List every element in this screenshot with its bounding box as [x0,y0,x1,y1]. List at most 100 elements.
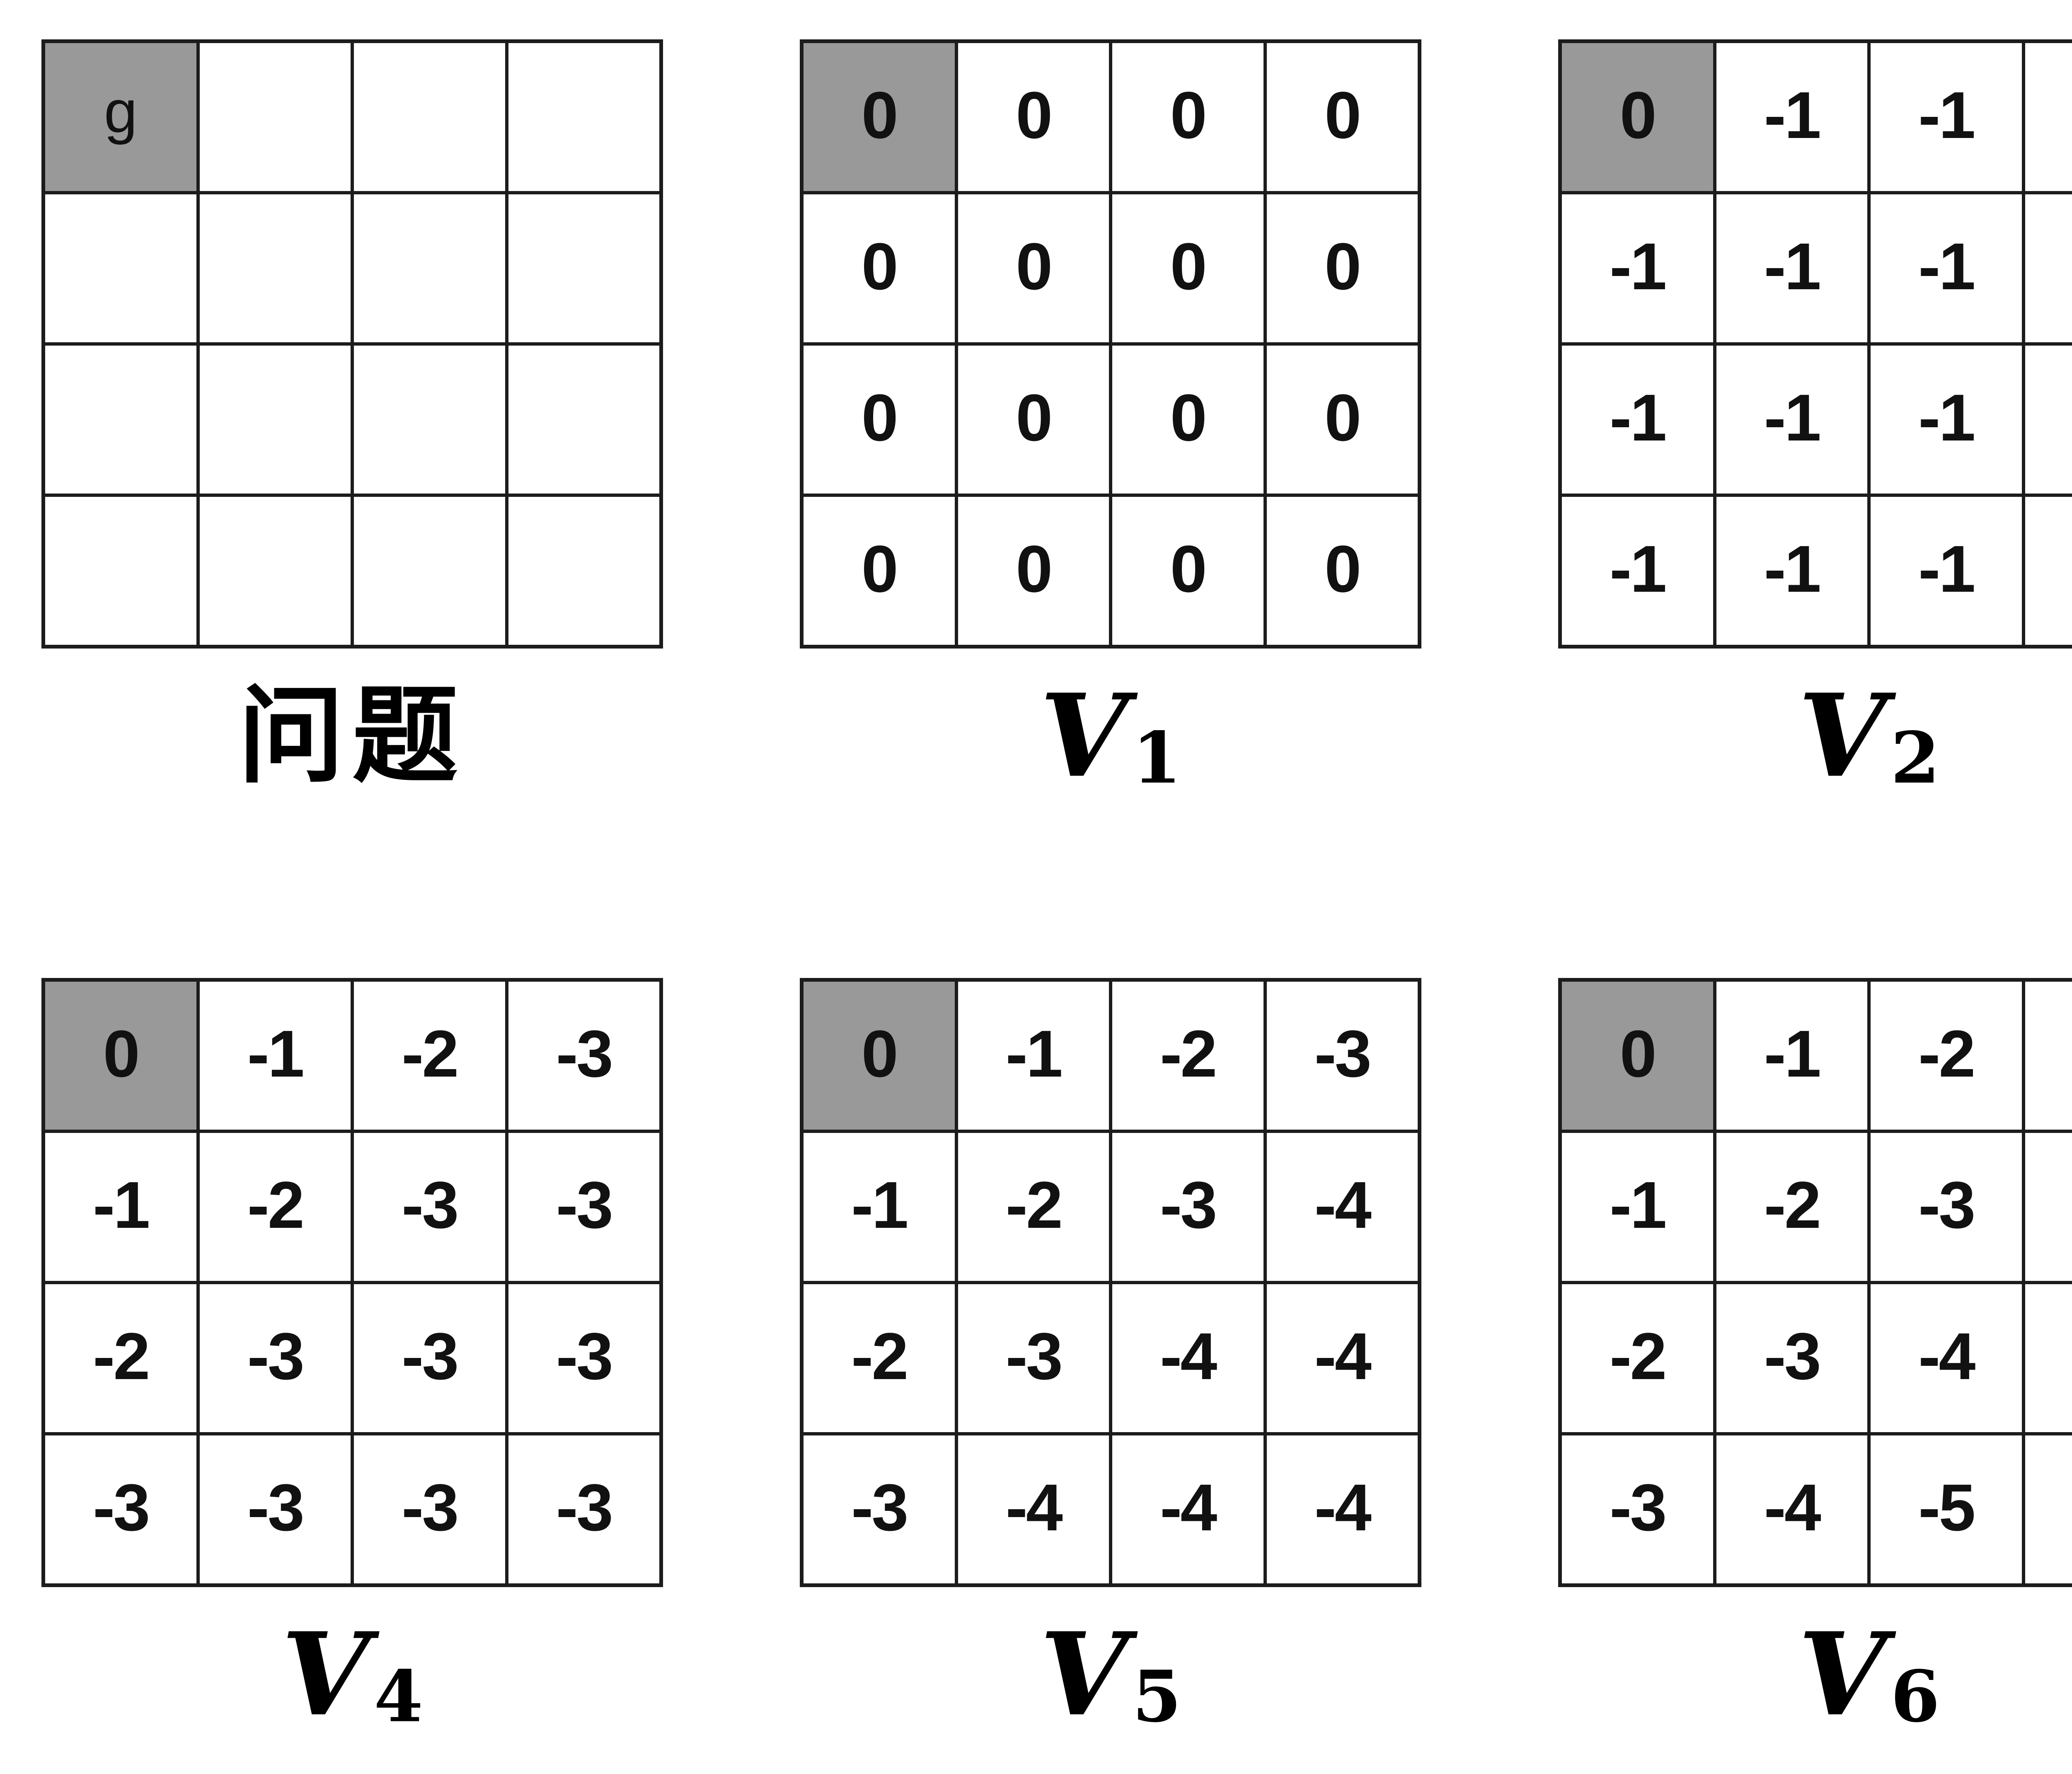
grid-cell-r3c3: -5 [2023,1434,2072,1585]
grid-cell-r1c3: -4 [2023,1131,2072,1283]
grid-cell-r1c2: 0 [1111,193,1265,344]
grid-label-subscript: 2 [1890,716,1940,800]
grid-label: V 2 [1798,671,1940,800]
grid-cell-r0c3: -3 [2023,980,2072,1131]
grid-cell-r0c2: -2 [352,980,507,1131]
panel-v4: 0-1-2-3-1-2-3-3-2-3-3-3-3-3-3-3 V 4 [41,978,663,1738]
grid-cell-r3c2 [352,495,507,646]
grid-cell-r3c1: 0 [956,495,1111,646]
grid-cell-r3c0: -3 [1560,1434,1715,1585]
grid-label-base: V [1798,668,1887,803]
grid-cell-r0c2: -1 [1869,41,2024,193]
grid-cell-r0c2: 0 [1111,41,1265,193]
grid-cell-r0c1: -1 [1714,41,1869,193]
grid-label-base: V [281,1607,370,1741]
goal-cell-r0c0: 0 [802,980,956,1131]
grid-cell-r2c0 [44,344,198,495]
grid-cell-r2c3: -5 [2023,1283,2072,1434]
grid-label-base: V [1798,1607,1887,1741]
grid-cell-r0c2 [352,41,507,193]
grid-cell-r1c1: 0 [956,193,1111,344]
grid-cell-r2c1: -1 [1714,344,1869,495]
grid-cell-r2c1: -3 [198,1283,352,1434]
gridworld-v6: 0-1-2-3-1-2-3-4-2-3-4-5-3-4-5-5 [1558,978,2072,1587]
gridworld-v5: 0-1-2-3-1-2-3-4-2-3-4-4-3-4-4-4 [800,978,1421,1587]
grid-label-subscript: 5 [1132,1655,1181,1738]
grid-cell-r3c1: -4 [1714,1434,1869,1585]
grid-cell-r3c3 [506,495,661,646]
gridworld-v4: 0-1-2-3-1-2-3-3-2-3-3-3-3-3-3-3 [41,978,663,1587]
grid-cell-r0c1: 0 [956,41,1111,193]
grid-cell-r0c1: -1 [198,980,352,1131]
grid-cell-r2c1: -3 [956,1283,1111,1434]
grid-label-base: V [1039,668,1128,803]
grid-cell-r1c1 [198,193,352,344]
grid-cell-r3c0 [44,495,198,646]
grid-cell-r1c1: -2 [198,1131,352,1283]
grid-cell-r3c1 [198,495,352,646]
grid-cell-r2c0: -2 [44,1283,198,1434]
grid-cell-r3c1: -3 [198,1434,352,1585]
grid-cell-r2c1 [198,344,352,495]
grid-cell-r2c0: -2 [1560,1283,1715,1434]
goal-cell-r0c0: 0 [802,41,956,193]
grid-cell-r3c2: -1 [1869,495,2024,646]
grid-cell-r0c1 [198,41,352,193]
grid-cell-r3c1: -1 [1714,495,1869,646]
grid-label: V 4 [281,1610,423,1738]
grid-cell-r1c3: -1 [2023,193,2072,344]
grid-cell-r1c3: 0 [1265,193,1419,344]
panel-v6: 0-1-2-3-1-2-3-4-2-3-4-5-3-4-5-5 V 6 [1558,978,2072,1738]
grid-cell-r1c2: -1 [1869,193,2024,344]
grid-cell-r1c0: -1 [802,1131,956,1283]
grid-label-subscript: 6 [1890,1655,1940,1738]
grid-cell-r1c1: -2 [956,1131,1111,1283]
grid-cell-r3c0: 0 [802,495,956,646]
goal-cell-r0c0: 0 [1560,980,1715,1131]
grid-cell-r1c0 [44,193,198,344]
grid-cell-r3c3: -3 [506,1434,661,1585]
grid-cell-r2c0: -2 [802,1283,956,1434]
grid-cell-r1c1: -2 [1714,1131,1869,1283]
grid-label-subscript: 1 [1132,716,1181,800]
grid-cell-r1c3 [506,193,661,344]
grid-cell-r2c2 [352,344,507,495]
grid-cell-r1c0: 0 [802,193,956,344]
grid-cell-r3c3: -4 [1265,1434,1419,1585]
grid-label-subscript: 4 [374,1655,423,1738]
grid-cell-r2c2: -3 [352,1283,507,1434]
grid-cell-r0c3 [506,41,661,193]
grid-cell-r3c3: 0 [1265,495,1419,646]
grid-cell-r0c3: -1 [2023,41,2072,193]
goal-cell-r0c0: 0 [44,980,198,1131]
grid-label: 问题 [238,671,466,800]
grid-cell-r1c2: -3 [1111,1131,1265,1283]
goal-cell-r0c0: 0 [1560,41,1715,193]
grid-cell-r2c2: -4 [1869,1283,2024,1434]
panel-problem: g 问题 [41,39,663,800]
grid-label: V 5 [1040,1610,1181,1738]
grid-cell-r0c1: -1 [956,980,1111,1131]
grid-cell-r2c2: 0 [1111,344,1265,495]
grid-cell-r2c3: -4 [1265,1283,1419,1434]
grid-cell-r1c1: -1 [1714,193,1869,344]
grid-cell-r1c2: -3 [1869,1131,2024,1283]
grid-cell-r2c0: 0 [802,344,956,495]
grid-label: V 6 [1798,1610,1940,1738]
grid-cell-r3c0: -1 [1560,495,1715,646]
grid-cell-r1c3: -4 [1265,1131,1419,1283]
grid-cell-r3c0: -3 [44,1434,198,1585]
grid-cell-r0c2: -2 [1869,980,2024,1131]
grid-cell-r1c2: -3 [352,1131,507,1283]
grid-cell-r2c3: -1 [2023,344,2072,495]
grid-cell-r2c3: -3 [506,1283,661,1434]
grid-cell-r2c1: -3 [1714,1283,1869,1434]
grid-cell-r2c2: -1 [1869,344,2024,495]
grid-cell-r0c3: -3 [506,980,661,1131]
grid-cell-r2c1: 0 [956,344,1111,495]
grid-label-base: V [1039,1607,1128,1741]
grid-cell-r3c2: -3 [352,1434,507,1585]
